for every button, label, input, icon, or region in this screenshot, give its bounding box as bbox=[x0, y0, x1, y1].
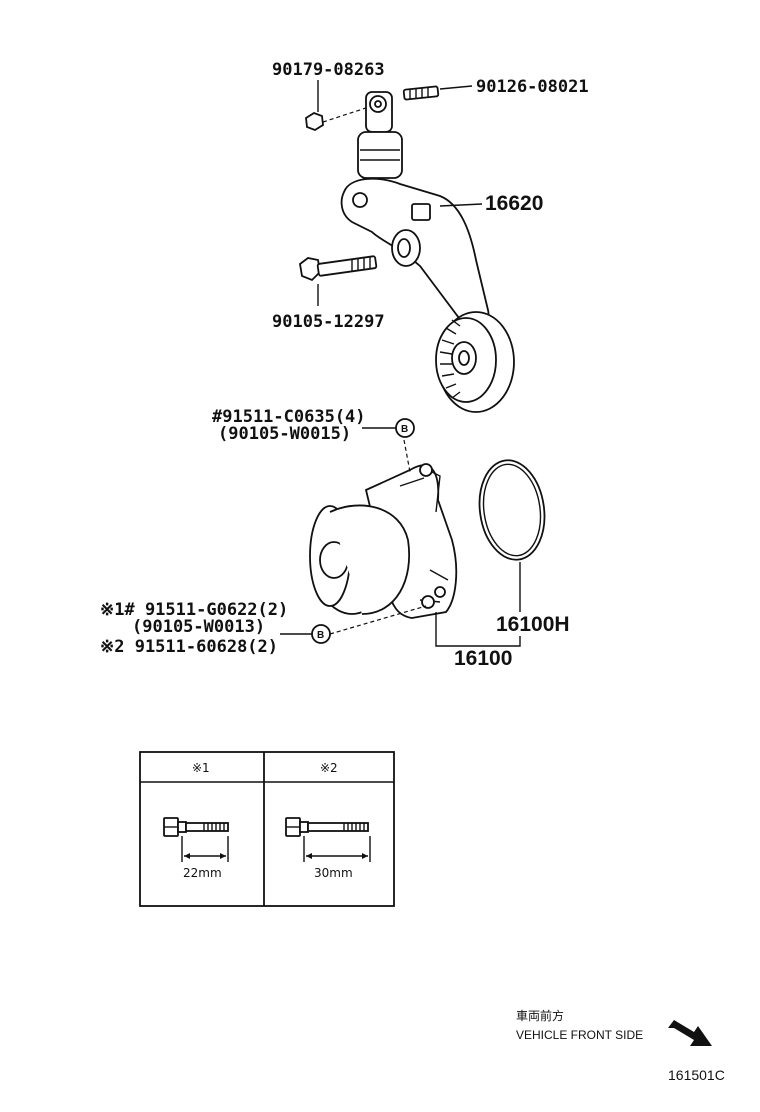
tensioner-16620 bbox=[340, 91, 490, 327]
table-header-2: ※2 bbox=[320, 761, 338, 775]
pulley bbox=[435, 311, 515, 413]
callout-b-bottom: B bbox=[280, 624, 331, 644]
label-bolt-b-bottom-2: (90105-W0013) bbox=[132, 617, 265, 637]
stud-90126 bbox=[402, 85, 473, 101]
label-stud-90126: 90126-08021 bbox=[476, 77, 589, 97]
table-header-1: ※1 bbox=[192, 761, 210, 775]
table-length-1: 22mm bbox=[183, 866, 222, 880]
label-bolt-90105-12297: 90105-12297 bbox=[272, 312, 385, 332]
diagram-code: 161501C bbox=[668, 1067, 725, 1083]
label-bolt-b-bottom-1: ※1# 91511-G0622(2) bbox=[100, 600, 288, 620]
label-tensioner-16620: 16620 bbox=[485, 192, 543, 215]
label-bolt-b-top-2: (90105-W0015) bbox=[218, 424, 351, 444]
callout-b-bottom-label: B bbox=[317, 630, 324, 641]
direction-japanese: 車両前方 bbox=[516, 1008, 564, 1023]
label-nut-90179: 90179-08263 bbox=[272, 60, 385, 80]
label-water-pump-16100: 16100 bbox=[454, 647, 512, 670]
bolt-90105-12297 bbox=[299, 255, 378, 306]
label-gasket-16100H: 16100H bbox=[496, 613, 570, 636]
nut-90179 bbox=[305, 80, 373, 131]
table-length-2: 30mm bbox=[314, 866, 353, 880]
gasket-16100H bbox=[478, 459, 546, 612]
label-bolt-b-bottom-3: ※2 91511-60628(2) bbox=[100, 637, 278, 657]
front-arrow-icon bbox=[668, 1020, 712, 1046]
callout-b-top: B bbox=[362, 418, 415, 438]
callout-b-top-label: B bbox=[401, 424, 408, 435]
label-bolt-b-top-1: #91511-C0635(4) bbox=[212, 407, 366, 427]
direction-english: VEHICLE FRONT SIDE bbox=[516, 1028, 643, 1042]
bolt-length-table: ※1 ※2 22mm 30mm bbox=[139, 751, 395, 907]
water-pump-16100 bbox=[309, 439, 521, 647]
bolt-22mm-icon bbox=[163, 817, 229, 862]
bolt-30mm-icon bbox=[285, 817, 371, 862]
